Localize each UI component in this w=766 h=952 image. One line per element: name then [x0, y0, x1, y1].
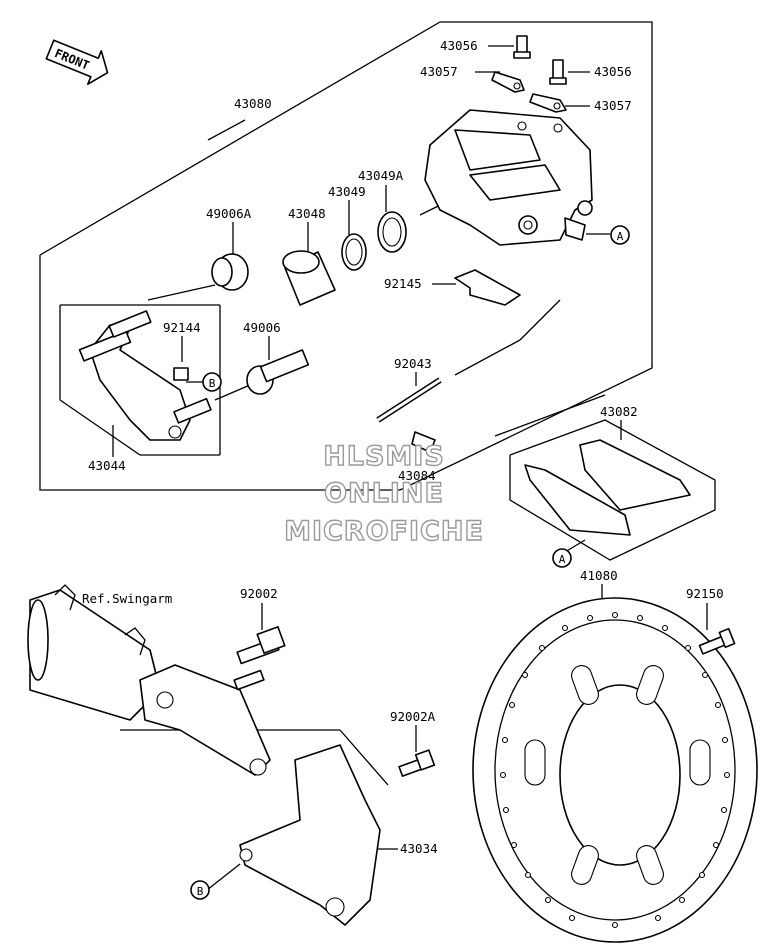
bolt-92002	[236, 626, 286, 665]
brake-disc-41080	[472, 597, 758, 943]
piston-43048	[282, 250, 336, 306]
watermark: HLSMIS ONLINE MICROFICHE	[283, 440, 484, 547]
bolt-92002a	[398, 749, 436, 777]
label-92043: 92043	[394, 356, 432, 371]
watermark-line-2: ONLINE	[324, 478, 444, 509]
watermark-line-3: MICROFICHE	[284, 516, 484, 547]
pin-clip-43084	[411, 431, 436, 453]
boot-49006	[246, 349, 310, 395]
label-43049a: 43049A	[358, 168, 404, 183]
bolt-short	[233, 669, 265, 691]
label-43084: 43084	[398, 468, 436, 483]
svg-text:A: A	[559, 553, 566, 566]
seal-43049	[341, 233, 367, 271]
seal-43049a	[377, 211, 407, 253]
label-43044: 43044	[88, 458, 126, 473]
label-92002a: 92002A	[390, 709, 436, 724]
callout-a-lower: A	[552, 548, 572, 568]
label-43049: 43049	[328, 184, 366, 199]
caliper-bracket-43034	[139, 664, 381, 926]
label-41080: 41080	[580, 568, 618, 583]
label-43057-a: 43057	[420, 64, 458, 79]
svg-text:B: B	[209, 377, 216, 390]
callout-b-lower: B	[190, 880, 210, 900]
leader-lines	[59, 45, 726, 891]
label-92002: 92002	[240, 586, 278, 601]
label-43057-b: 43057	[594, 98, 632, 113]
label-43080: 43080	[234, 96, 272, 111]
label-43056-a: 43056	[440, 38, 478, 53]
front-arrow-icon: FRONT	[45, 39, 109, 85]
watermark-line-1: HLSMIS	[323, 441, 445, 472]
label-49006a: 49006A	[206, 206, 252, 221]
boot-49006a	[211, 253, 249, 291]
svg-text:B: B	[197, 885, 204, 898]
bleeder-valve-43056-b	[549, 59, 567, 85]
callout-b-upper: B	[202, 372, 222, 392]
pad-pin-92043	[376, 377, 442, 423]
callout-a-upper: A	[610, 225, 630, 245]
assembly-outline-43080	[39, 21, 653, 491]
pad-spring-92145	[454, 269, 521, 306]
bleeder-cap-43057-a	[491, 71, 525, 93]
label-92144: 92144	[163, 320, 201, 335]
svg-text:A: A	[617, 230, 624, 243]
label-43048: 43048	[288, 206, 326, 221]
label-92150: 92150	[686, 586, 724, 601]
label-43082: 43082	[600, 404, 638, 419]
bleeder-cap-43057-b	[529, 93, 567, 113]
pad-clip-92144	[173, 367, 189, 381]
brake-pads-43082	[509, 419, 716, 561]
label-49006: 49006	[243, 320, 281, 335]
label-ref-swingarm: Ref.Swingarm	[82, 591, 172, 606]
caliper-bracket-43044	[78, 310, 212, 441]
label-92145: 92145	[384, 276, 422, 291]
caliper-body	[424, 109, 593, 246]
label-43056-b: 43056	[594, 64, 632, 79]
label-43034: 43034	[400, 841, 438, 856]
bleeder-valve-43056-a	[513, 35, 531, 59]
disc-bolt-92150	[698, 627, 736, 655]
